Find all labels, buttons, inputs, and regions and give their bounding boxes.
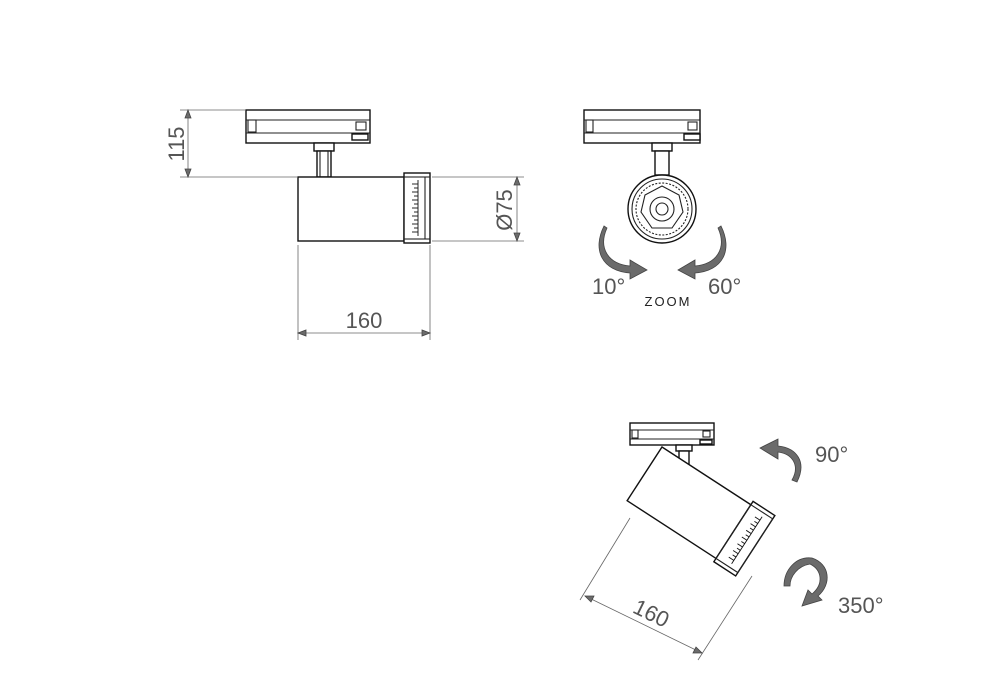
rotation-arrow — [783, 557, 828, 607]
dim-diameter: Ø75 — [432, 175, 524, 243]
front-view: 10° 60° ZOOM — [583, 109, 741, 309]
tilt-label: 90° — [815, 442, 848, 467]
front-lens — [627, 174, 697, 244]
front-stem — [651, 142, 673, 152]
side-stem — [313, 142, 335, 152]
rotation-label: 350° — [838, 593, 884, 618]
beam-min-label: 10° — [592, 274, 625, 299]
rotated-length-label: 160 — [629, 594, 673, 633]
rotated-stem — [675, 444, 693, 452]
side-zoom-scale — [412, 180, 419, 236]
length-label: 160 — [346, 308, 383, 333]
tilt-arrow — [759, 438, 802, 483]
side-track-adapter — [245, 109, 371, 144]
rotated-view: 90° 350° 160 — [579, 422, 884, 661]
side-cylinder — [297, 176, 405, 242]
front-track-adapter — [583, 109, 701, 144]
zoom-arrow-left — [598, 225, 648, 280]
rotated-cylinder — [626, 446, 776, 577]
zoom-label: ZOOM — [645, 294, 692, 309]
zoom-arrow-right — [677, 225, 727, 280]
beam-max-label: 60° — [708, 274, 741, 299]
height-label: 115 — [164, 126, 189, 161]
dim-height: 115 — [164, 108, 298, 179]
side-view: 115 Ø75 160 — [164, 108, 524, 340]
diameter-label: Ø75 — [492, 189, 517, 231]
dim-length: 160 — [296, 245, 432, 340]
